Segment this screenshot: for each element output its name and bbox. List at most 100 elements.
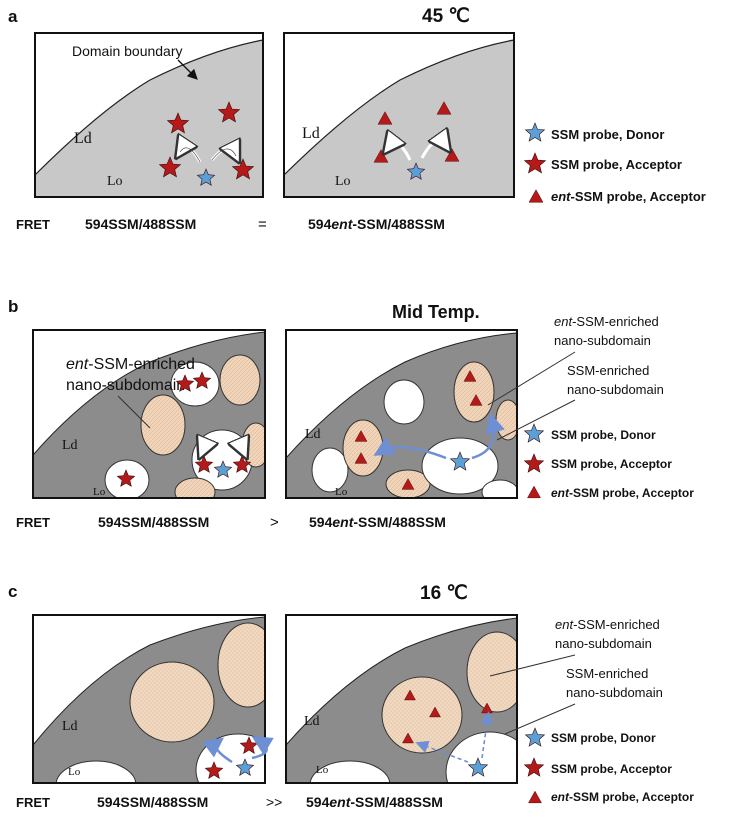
panel-a-probes [158, 101, 547, 203]
ent-acceptor-triangle-icon [527, 485, 541, 499]
legend-ent-acceptor: ent-SSM probe, Acceptor [551, 790, 694, 804]
energy-transfer-outline [211, 148, 237, 161]
donor-star-icon [196, 168, 216, 186]
right-note1-pointer [487, 351, 576, 406]
fret-label: FRET [16, 515, 50, 530]
donor-star-icon [524, 727, 546, 747]
panel-b-letter: b [8, 297, 18, 316]
ld-label: Ld [305, 427, 321, 442]
ld-label: Ld [302, 125, 320, 142]
legend-donor: SSM probe, Donor [551, 428, 656, 442]
right-note2-line1: SSM-enriched [566, 666, 648, 681]
energy-transfer-arrow [201, 737, 233, 764]
right-note2-pointer [504, 703, 576, 735]
right-note1-line2: nano-subdomain [555, 636, 652, 651]
panel-c-right-membrane [285, 614, 518, 784]
ent-acceptor-triangle-icon [469, 394, 483, 406]
ent-acceptor-triangle-icon [401, 478, 415, 490]
energy-transfer-arrow [388, 144, 412, 161]
left-note-line1: ent-SSM-enriched [66, 356, 195, 373]
relation-symbol: > [270, 514, 279, 531]
acceptor-star-icon [175, 374, 195, 392]
panel-a-letter: a [8, 7, 18, 26]
ent-acceptor-triangle-icon [404, 689, 416, 701]
legend-acceptor: SSM probe, Acceptor [551, 157, 682, 172]
left-ratio: 594SSM/488SSM [85, 216, 196, 232]
panel-c-letter: c [8, 582, 17, 601]
energy-transfer-arrow [373, 436, 447, 460]
lo-label: Lo [335, 174, 351, 189]
panel-a-temperature: 45 ℃ [422, 6, 470, 27]
donor-star-icon [235, 758, 255, 776]
legend-ent-acceptor: ent-SSM probe, Acceptor [551, 189, 706, 204]
right-note2-line1: SSM-enriched [567, 363, 649, 378]
donor-star-icon [467, 757, 489, 777]
acceptor-star-icon [204, 761, 224, 779]
ent-acceptor-triangle-icon [402, 732, 414, 744]
lo-label: Lo [107, 174, 123, 189]
panel-a-right-membrane [283, 32, 515, 198]
donor-star-icon [523, 423, 545, 443]
panel-b-right-membrane [285, 329, 518, 499]
right-note1-pointer [489, 654, 576, 677]
energy-transfer-outline [179, 147, 201, 163]
panel-c-left-membrane [32, 614, 266, 784]
ld-label: Ld [304, 714, 320, 729]
right-ratio: 594ent-SSM/488SSM [308, 216, 445, 232]
panel-c: c 16 ℃ Ld Lo [8, 582, 694, 810]
legend-acceptor: SSM probe, Acceptor [551, 457, 672, 471]
domain-boundary-label: Domain boundary [72, 43, 183, 59]
legend-donor: SSM probe, Donor [551, 127, 664, 142]
energy-transfer-arrow [471, 412, 505, 460]
relation-symbol: >> [266, 794, 282, 810]
donor-star-icon [213, 460, 233, 478]
right-note1-line1: ent-SSM-enriched [554, 314, 659, 329]
relation-symbol: = [258, 216, 267, 233]
legend-acceptor: SSM probe, Acceptor [551, 762, 672, 776]
panel-a: a 45 ℃ Domain boundary Ld Lo Ld Lo FRET … [8, 6, 706, 233]
left-ratio: 594SSM/488SSM [97, 794, 208, 810]
right-note2-pointer [496, 399, 576, 441]
acceptor-star-icon [523, 453, 545, 473]
ent-acceptor-triangle-icon [528, 189, 544, 203]
energy-transfer-arrow [251, 736, 274, 760]
acceptor-star-icon [523, 152, 547, 174]
panel-b-legend: SSM probe, Donor SSM probe, Acceptor ent… [551, 428, 694, 500]
ent-acceptor-triangle-icon [354, 452, 368, 464]
legend-ent-acceptor: ent-SSM probe, Acceptor [551, 486, 694, 500]
left-note-line2: nano-subdomain [66, 377, 185, 394]
panel-b-probes [116, 370, 545, 499]
fret-label: FRET [16, 217, 50, 232]
acceptor-star-icon [158, 156, 182, 178]
lo-label: Lo [335, 486, 348, 498]
acceptor-star-icon [116, 469, 136, 487]
panel-c-legend: SSM probe, Donor SSM probe, Acceptor ent… [551, 731, 694, 804]
energy-transfer-arrow [420, 141, 446, 159]
left-ratio: 594SSM/488SSM [98, 514, 209, 530]
panel-b: b Mid Temp. ent-SSM-enriched nano-subdom… [8, 297, 694, 531]
lo-label: Lo [316, 764, 329, 776]
ent-acceptor-triangle-icon [429, 706, 441, 718]
energy-transfer-arrow [415, 740, 469, 763]
acceptor-star-icon [523, 757, 545, 777]
ent-acceptor-triangle-icon [463, 370, 477, 382]
ent-acceptor-triangle-icon [436, 101, 452, 115]
right-note2-line2: nano-subdomain [566, 685, 663, 700]
legend-donor: SSM probe, Donor [551, 731, 656, 745]
ld-label: Ld [62, 438, 78, 453]
right-note1-line2: nano-subdomain [554, 333, 651, 348]
domain-boundary-arrow [177, 59, 198, 80]
acceptor-star-icon [192, 371, 212, 389]
ld-label: Ld [74, 130, 92, 147]
right-ratio: 594ent-SSM/488SSM [306, 794, 443, 810]
panel-a-legend: SSM probe, Donor SSM probe, Acceptor ent… [551, 127, 706, 204]
ld-label: Ld [62, 719, 78, 734]
panel-b-temperature: Mid Temp. [392, 302, 480, 322]
acceptor-star-icon [217, 101, 241, 123]
fret-label: FRET [16, 795, 50, 810]
energy-transfer-arrow [202, 446, 214, 456]
donor-star-icon [524, 122, 546, 142]
right-note1-line1: ent-SSM-enriched [555, 617, 660, 632]
ent-acceptor-triangle-icon [528, 790, 542, 804]
